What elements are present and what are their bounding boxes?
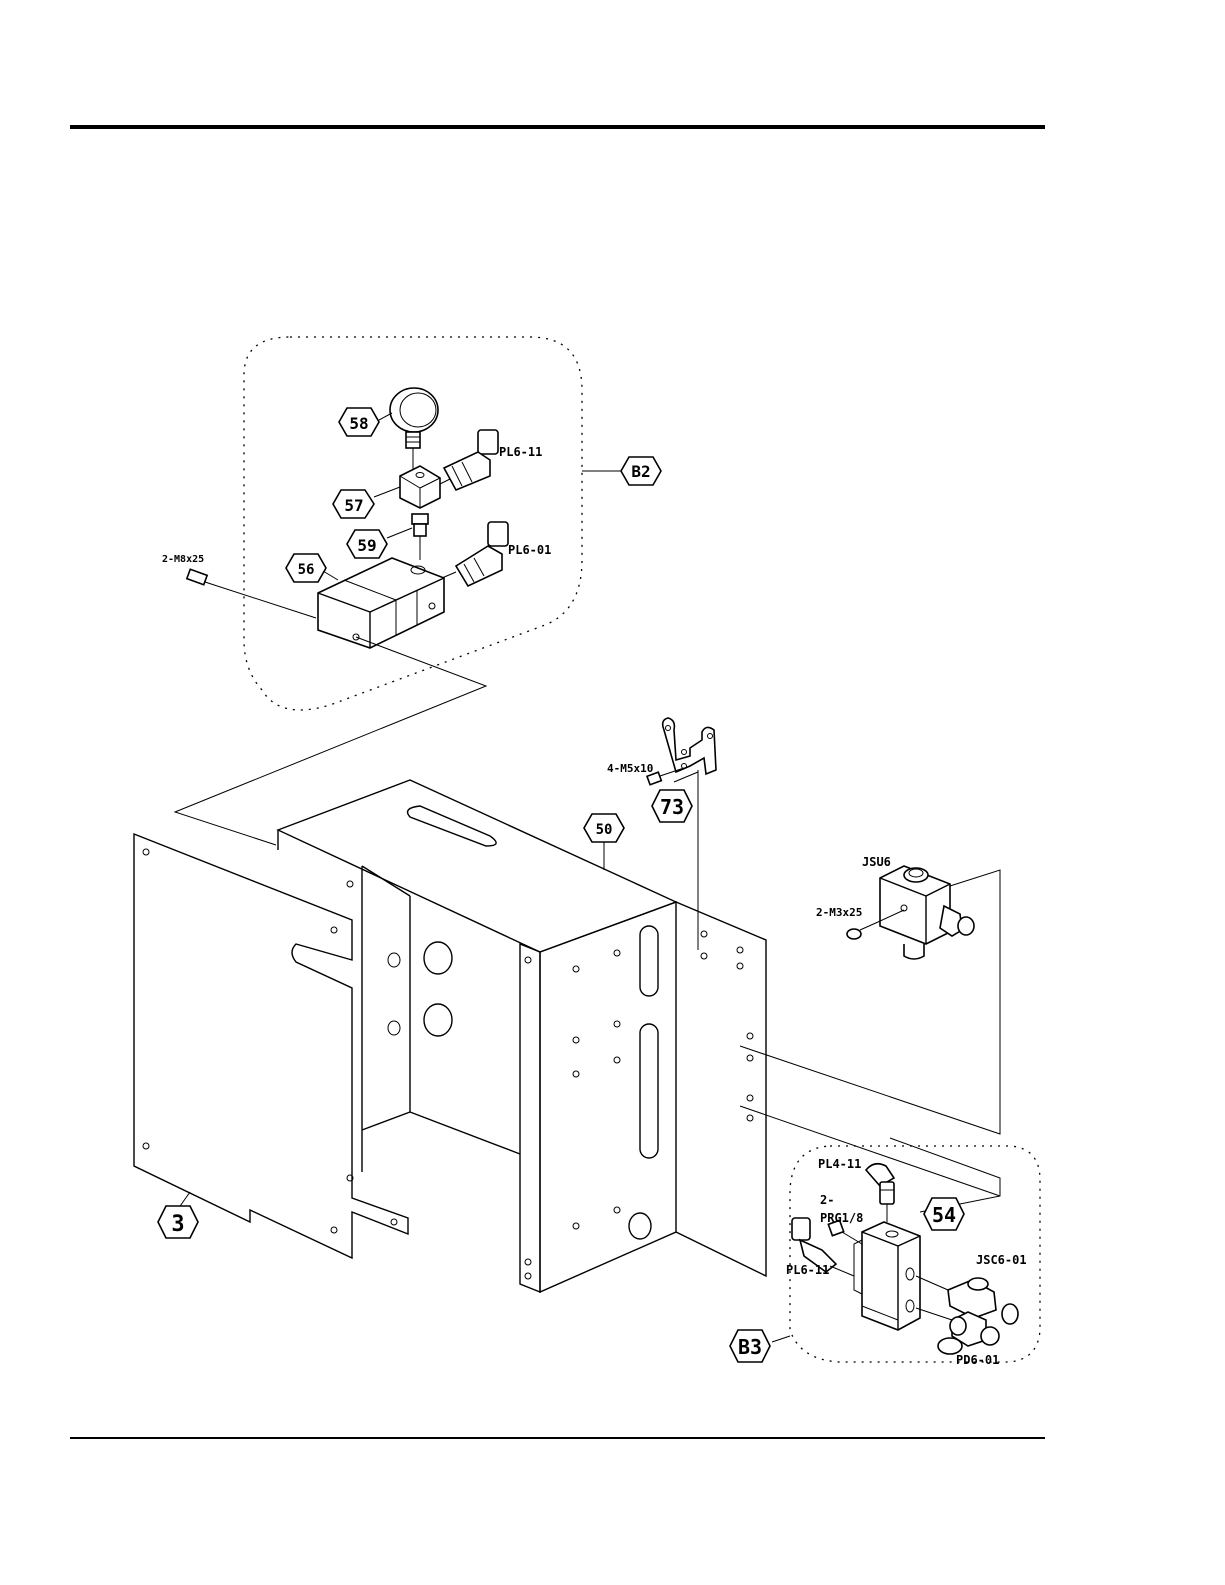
label-pl6-11-bottom: PL6-11: [786, 1263, 829, 1277]
svg-text:54: 54: [932, 1203, 956, 1227]
balloon-b3: B3: [730, 1330, 770, 1362]
svg-text:59: 59: [357, 536, 376, 555]
balloon-56: 56: [286, 554, 326, 582]
pressure-gauge-58: [390, 388, 438, 470]
solenoid-valve-56: [318, 558, 444, 648]
svg-text:3: 3: [171, 1212, 184, 1237]
label-prg-line2: PRG1/8: [820, 1211, 863, 1225]
elbow-fitting-pl6-11-top: [440, 430, 498, 490]
label-m8x25: 2-M8x25: [162, 554, 204, 565]
svg-text:B3: B3: [738, 1335, 762, 1359]
main-housing-50: [278, 780, 766, 1292]
elbow-fitting-pl6-01: [442, 522, 508, 586]
svg-text:58: 58: [349, 414, 368, 433]
svg-text:73: 73: [660, 795, 684, 819]
label-m3x25: 2-M3x25: [816, 906, 862, 919]
balloon-50: 50: [584, 814, 624, 842]
label-jsu6: JSU6: [862, 855, 891, 869]
side-panel-3: [134, 834, 408, 1258]
balloon-57: 57: [333, 490, 374, 518]
label-prg-line1: 2-: [820, 1193, 834, 1207]
bracket-73: [663, 718, 716, 774]
manifold-block-57: [400, 466, 440, 508]
balloon-3: 3: [158, 1206, 198, 1238]
balloon-b2: B2: [621, 457, 661, 485]
label-m5x10: 4-M5x10: [607, 762, 653, 775]
svg-text:57: 57: [344, 496, 363, 515]
label-pl6-11-top: PL6-11: [499, 445, 542, 459]
elbow-fitting-pl4-11: [866, 1164, 894, 1222]
balloon-73: 73: [652, 790, 692, 822]
nipple-59: [412, 514, 428, 560]
svg-text:B2: B2: [631, 462, 650, 481]
label-jsc6-01: JSC6-01: [976, 1253, 1027, 1267]
svg-text:50: 50: [596, 822, 613, 838]
balloon-58: 58: [339, 408, 379, 436]
balloon-54: 54: [924, 1198, 964, 1230]
balloon-59: 59: [347, 530, 387, 558]
label-pl6-01: PL6-01: [508, 543, 551, 557]
valve-54: [854, 1222, 920, 1330]
label-pl4-11: PL4-11: [818, 1157, 861, 1171]
label-pd6-01: PD6-01: [956, 1353, 999, 1367]
svg-text:56: 56: [298, 562, 315, 578]
fitting-pd6-01: [916, 1308, 999, 1354]
valve-jsu6: [880, 866, 974, 959]
